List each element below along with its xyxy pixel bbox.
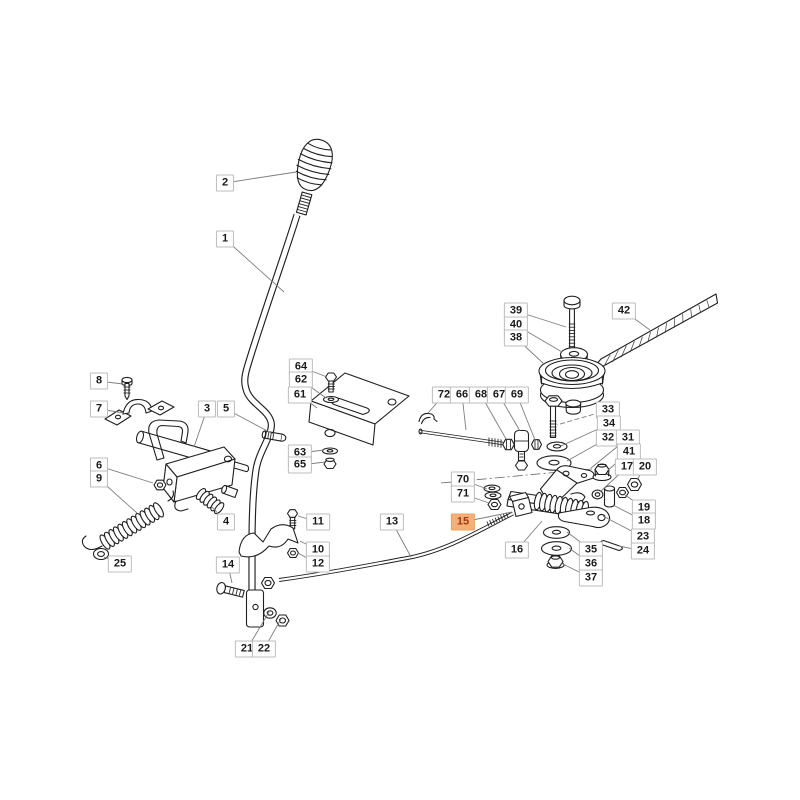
trunnion-block [508,491,533,518]
retainer-hook [148,419,189,461]
spring-washer [92,547,110,561]
washer-small [546,441,568,452]
bracket-bolt [324,372,338,393]
pivot-bolt [544,395,563,439]
callout-20[interactable]: 20 [632,458,658,476]
callout-19[interactable]: 19 [631,499,657,517]
small-spring [195,488,225,515]
tension-spring [81,490,174,551]
engagement-arm [557,506,611,529]
joint-nut-right [530,439,543,450]
flanged-nut [592,463,612,482]
clutch-rod [278,511,514,582]
leader-line-1 [224,238,285,293]
lock-nut [626,477,643,492]
callout-12[interactable]: 12 [305,555,331,573]
callout-8[interactable]: 8 [89,372,109,390]
callout-9[interactable]: 9 [89,470,109,488]
saddle-clamp [104,398,175,426]
callout-40[interactable]: 40 [503,316,529,334]
callout-13[interactable]: 13 [379,513,405,531]
arm-washers [483,484,502,500]
callout-37[interactable]: 37 [578,569,604,587]
top-screw [121,376,133,401]
callout-34[interactable]: 34 [596,415,622,433]
lever-knob [295,138,333,192]
callout-38[interactable]: 38 [503,329,529,347]
lever-threaded-neck [295,191,313,216]
rod-end-nut [260,576,276,590]
callout-42[interactable]: 42 [611,302,637,320]
callout-39[interactable]: 39 [503,302,529,320]
arm-washer-upper [542,526,571,539]
callout-2[interactable]: 2 [215,174,235,192]
callout-65[interactable]: 65 [287,456,313,474]
set-bolt [261,430,287,442]
link-rod [418,428,504,448]
leader-line-2 [224,171,297,184]
pivot-housing [162,446,250,512]
drive-belt [588,293,719,375]
arm-flange-nut [546,555,565,569]
callout-16[interactable]: 16 [504,541,530,559]
callout-4[interactable]: 4 [216,513,236,531]
callout-71[interactable]: 71 [450,485,476,503]
pulley-bolt [563,295,581,351]
cotter-pin-upper [418,412,438,425]
lever-rod [241,213,301,628]
bracket-washer-lower [321,447,339,455]
callout-10[interactable]: 10 [305,541,331,559]
cotter-pin-lower [599,539,623,552]
callout-18[interactable]: 18 [631,512,657,530]
callout-14[interactable]: 14 [215,556,241,574]
arm-nut [487,498,502,511]
leader-line-6 [98,465,154,484]
callout-15[interactable]: 15 [450,513,476,531]
callout-22[interactable]: 22 [251,640,277,658]
housing-nut [153,479,167,491]
lever-nut [275,614,290,627]
callout-36[interactable]: 36 [578,555,604,573]
bracket-nut [323,457,337,470]
callout-61[interactable]: 61 [287,386,313,404]
joint-nut-left [502,438,515,451]
grommet-washer [591,489,604,500]
mounting-bracket [308,372,410,446]
clamp-nut [286,547,300,559]
cable-clamp [238,524,299,558]
callout-32[interactable]: 32 [595,429,621,447]
lever-washer [263,607,277,619]
callout-1[interactable]: 1 [215,230,235,248]
callout-6[interactable]: 6 [89,457,109,475]
callout-11[interactable]: 11 [306,513,330,531]
callout-69[interactable]: 69 [504,386,530,404]
callout-7[interactable]: 7 [89,400,109,418]
bracket-washer-upper [322,395,340,404]
arm-washer-lower [540,541,573,556]
ball-joint [513,429,530,471]
lever-bushing [221,484,239,499]
callout-5[interactable]: 5 [216,400,236,418]
callout-25[interactable]: 25 [107,555,133,573]
callout-3[interactable]: 3 [197,400,217,418]
callout-24[interactable]: 24 [630,542,656,560]
shoulder-bolt [216,582,245,598]
callout-31[interactable]: 31 [615,429,641,447]
clevis-pin [603,485,616,508]
